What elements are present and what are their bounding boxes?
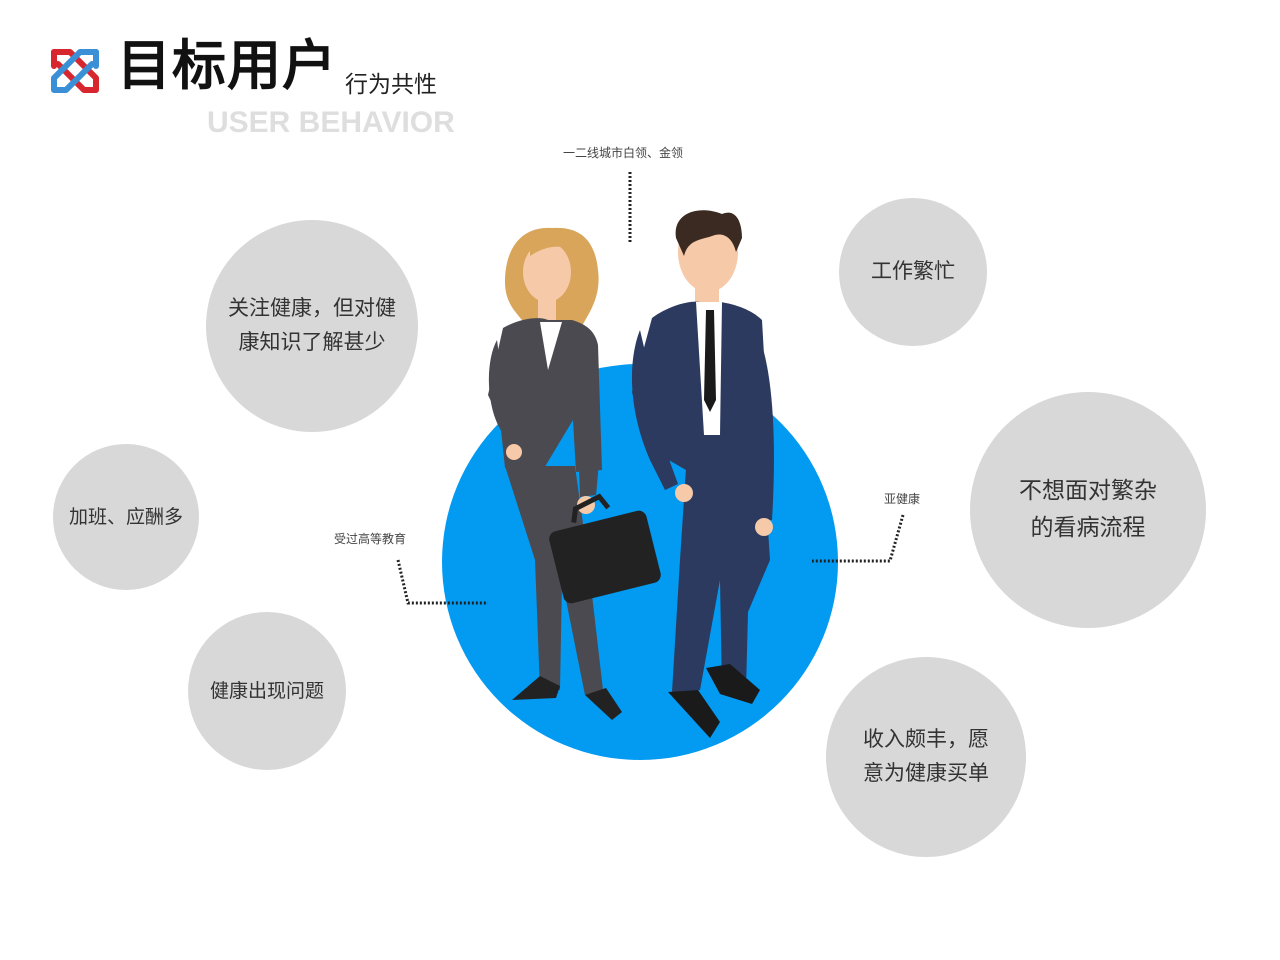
page-title-english: USER BEHAVIOR <box>207 106 455 139</box>
bubble-text-line: 的看病流程 <box>1030 515 1146 541</box>
bubble-text-line: 意为健康买单 <box>863 761 989 785</box>
bubble-text-line: 健康出现问题 <box>209 679 324 702</box>
bubble-text-line: 加班、应酬多 <box>68 505 183 528</box>
bubble-overtime: 加班、应酬多 <box>53 444 199 590</box>
bubble-text-line: 收入颇丰，愿 <box>863 727 989 752</box>
page-subtitle: 行为共性 <box>345 72 437 98</box>
label-higher-education: 受过高等教育 <box>334 532 407 546</box>
bubble-text-line: 不想面对繁杂 <box>1019 478 1157 505</box>
woman-figure <box>488 227 661 720</box>
briefcase-icon <box>549 510 661 604</box>
cross-link-logo-icon <box>51 49 99 93</box>
bubble-complex-process: 不想面对繁杂 的看病流程 <box>970 392 1206 628</box>
bubble-text-line: 工作繁忙 <box>871 259 955 284</box>
bubble-text-line: 关注健康，但对健 <box>228 296 396 321</box>
bubble-busy: 工作繁忙 <box>839 198 987 346</box>
bubble-text-line: 康知识了解甚少 <box>238 330 386 354</box>
bubble-income: 收入颇丰，愿 意为健康买单 <box>826 657 1026 857</box>
pointer-line-education <box>396 559 488 605</box>
bubble-health-knowledge: 关注健康，但对健 康知识了解甚少 <box>206 220 418 432</box>
label-city-workers: 一二线城市白领、金领 <box>563 146 684 160</box>
man-figure <box>631 210 774 738</box>
bubble-health-issues: 健康出现问题 <box>188 612 346 770</box>
label-sub-health: 亚健康 <box>884 492 921 506</box>
page-title: 目标用户 <box>117 34 337 97</box>
